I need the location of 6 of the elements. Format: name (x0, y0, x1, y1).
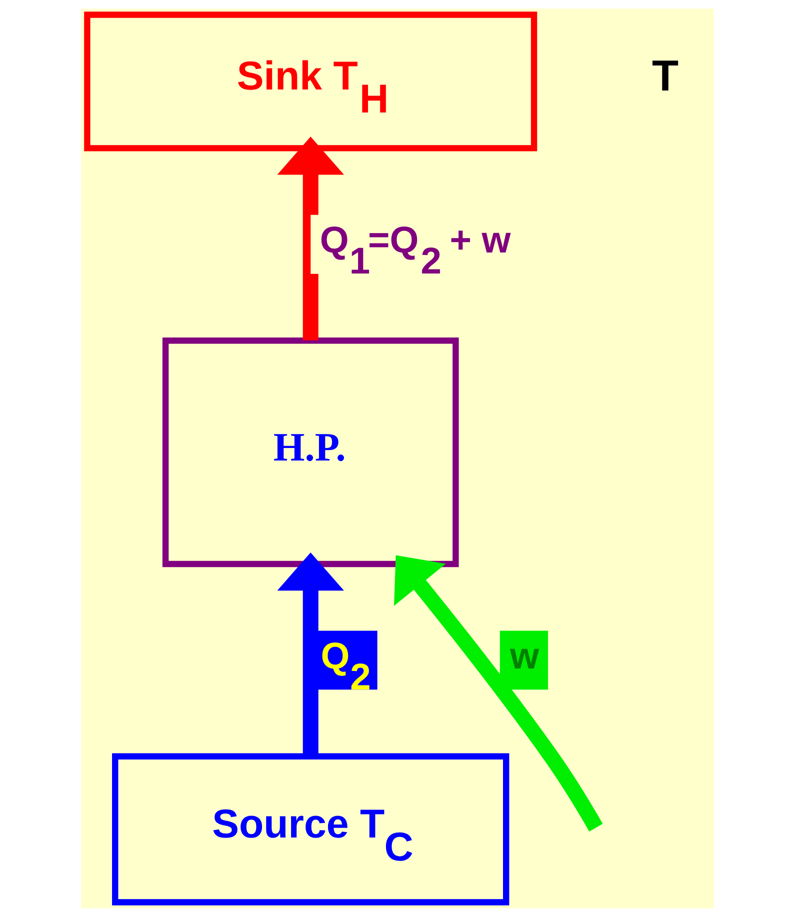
node-box: H.P. (162, 337, 459, 568)
arrow (277, 552, 344, 756)
label: T (652, 52, 678, 101)
arrow (277, 136, 344, 340)
edge-label: w (510, 634, 539, 676)
arrow (394, 555, 603, 832)
